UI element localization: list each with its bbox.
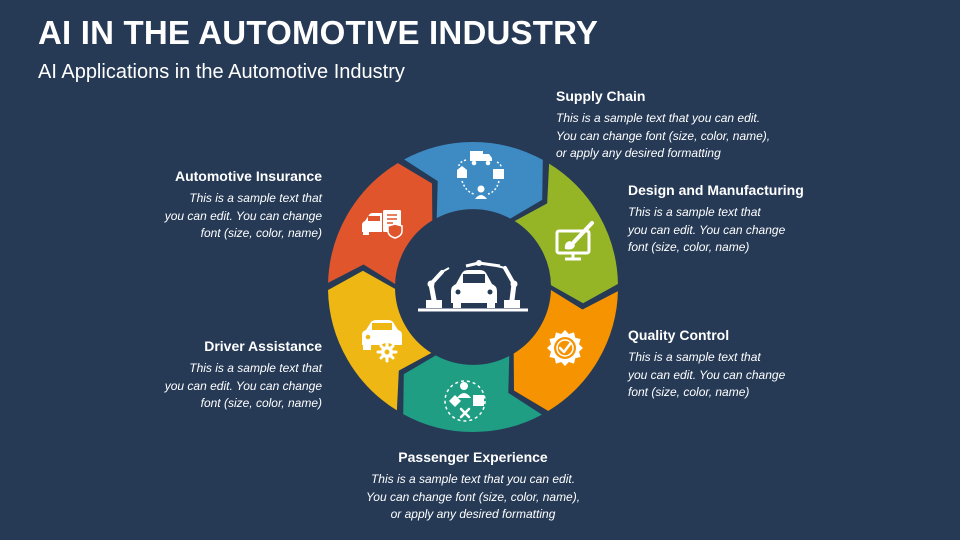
quality-control-block: Quality Control This is a sample text th…: [628, 327, 785, 402]
design-brush-monitor-icon: [555, 221, 594, 261]
automotive-insurance-heading: Automotive Insurance: [174, 168, 322, 184]
driver-assistance-block: Driver Assistance This is a sample text …: [142, 338, 322, 413]
quality-control-description: This is a sample text that you can edit.…: [628, 350, 786, 399]
quality-control-heading: Quality Control: [628, 327, 730, 343]
passenger-experience-block: Passenger Experience This is a sample te…: [335, 449, 611, 524]
automotive-insurance-block: Automotive Insurance This is a sample te…: [142, 168, 322, 243]
design-manufacturing-description: This is a sample text that you can edit.…: [628, 205, 786, 254]
driver-assistance-description: This is a sample text that you can edit.…: [164, 361, 322, 410]
design-manufacturing-heading: Design and Manufacturing: [628, 182, 804, 198]
driver-assistance-heading: Driver Assistance: [204, 338, 322, 354]
supply-chain-description: This is a sample text that you can edit.…: [556, 111, 771, 160]
passenger-experience-description: This is a sample text that you can edit.…: [365, 472, 581, 521]
page-title: AI IN THE AUTOMOTIVE INDUSTRY: [38, 14, 599, 51]
passenger-experience-heading: Passenger Experience: [398, 449, 548, 465]
car-gear-icon: [362, 320, 402, 363]
automotive-insurance-description: This is a sample text that you can edit.…: [164, 191, 322, 240]
page-subtitle: AI Applications in the Automotive Indust…: [38, 61, 405, 83]
supply-chain-heading: Supply Chain: [556, 88, 646, 104]
quality-badge-icon: [547, 330, 583, 366]
design-manufacturing-block: Design and Manufacturing This is a sampl…: [628, 182, 804, 257]
car-insurance-icon: [362, 210, 403, 239]
passenger-network-icon: [444, 380, 486, 422]
robotic-car-assembly-icon: [418, 260, 528, 312]
supply-chain-icon: [457, 151, 504, 199]
supply-chain-block: Supply Chain This is a sample text that …: [556, 88, 770, 163]
